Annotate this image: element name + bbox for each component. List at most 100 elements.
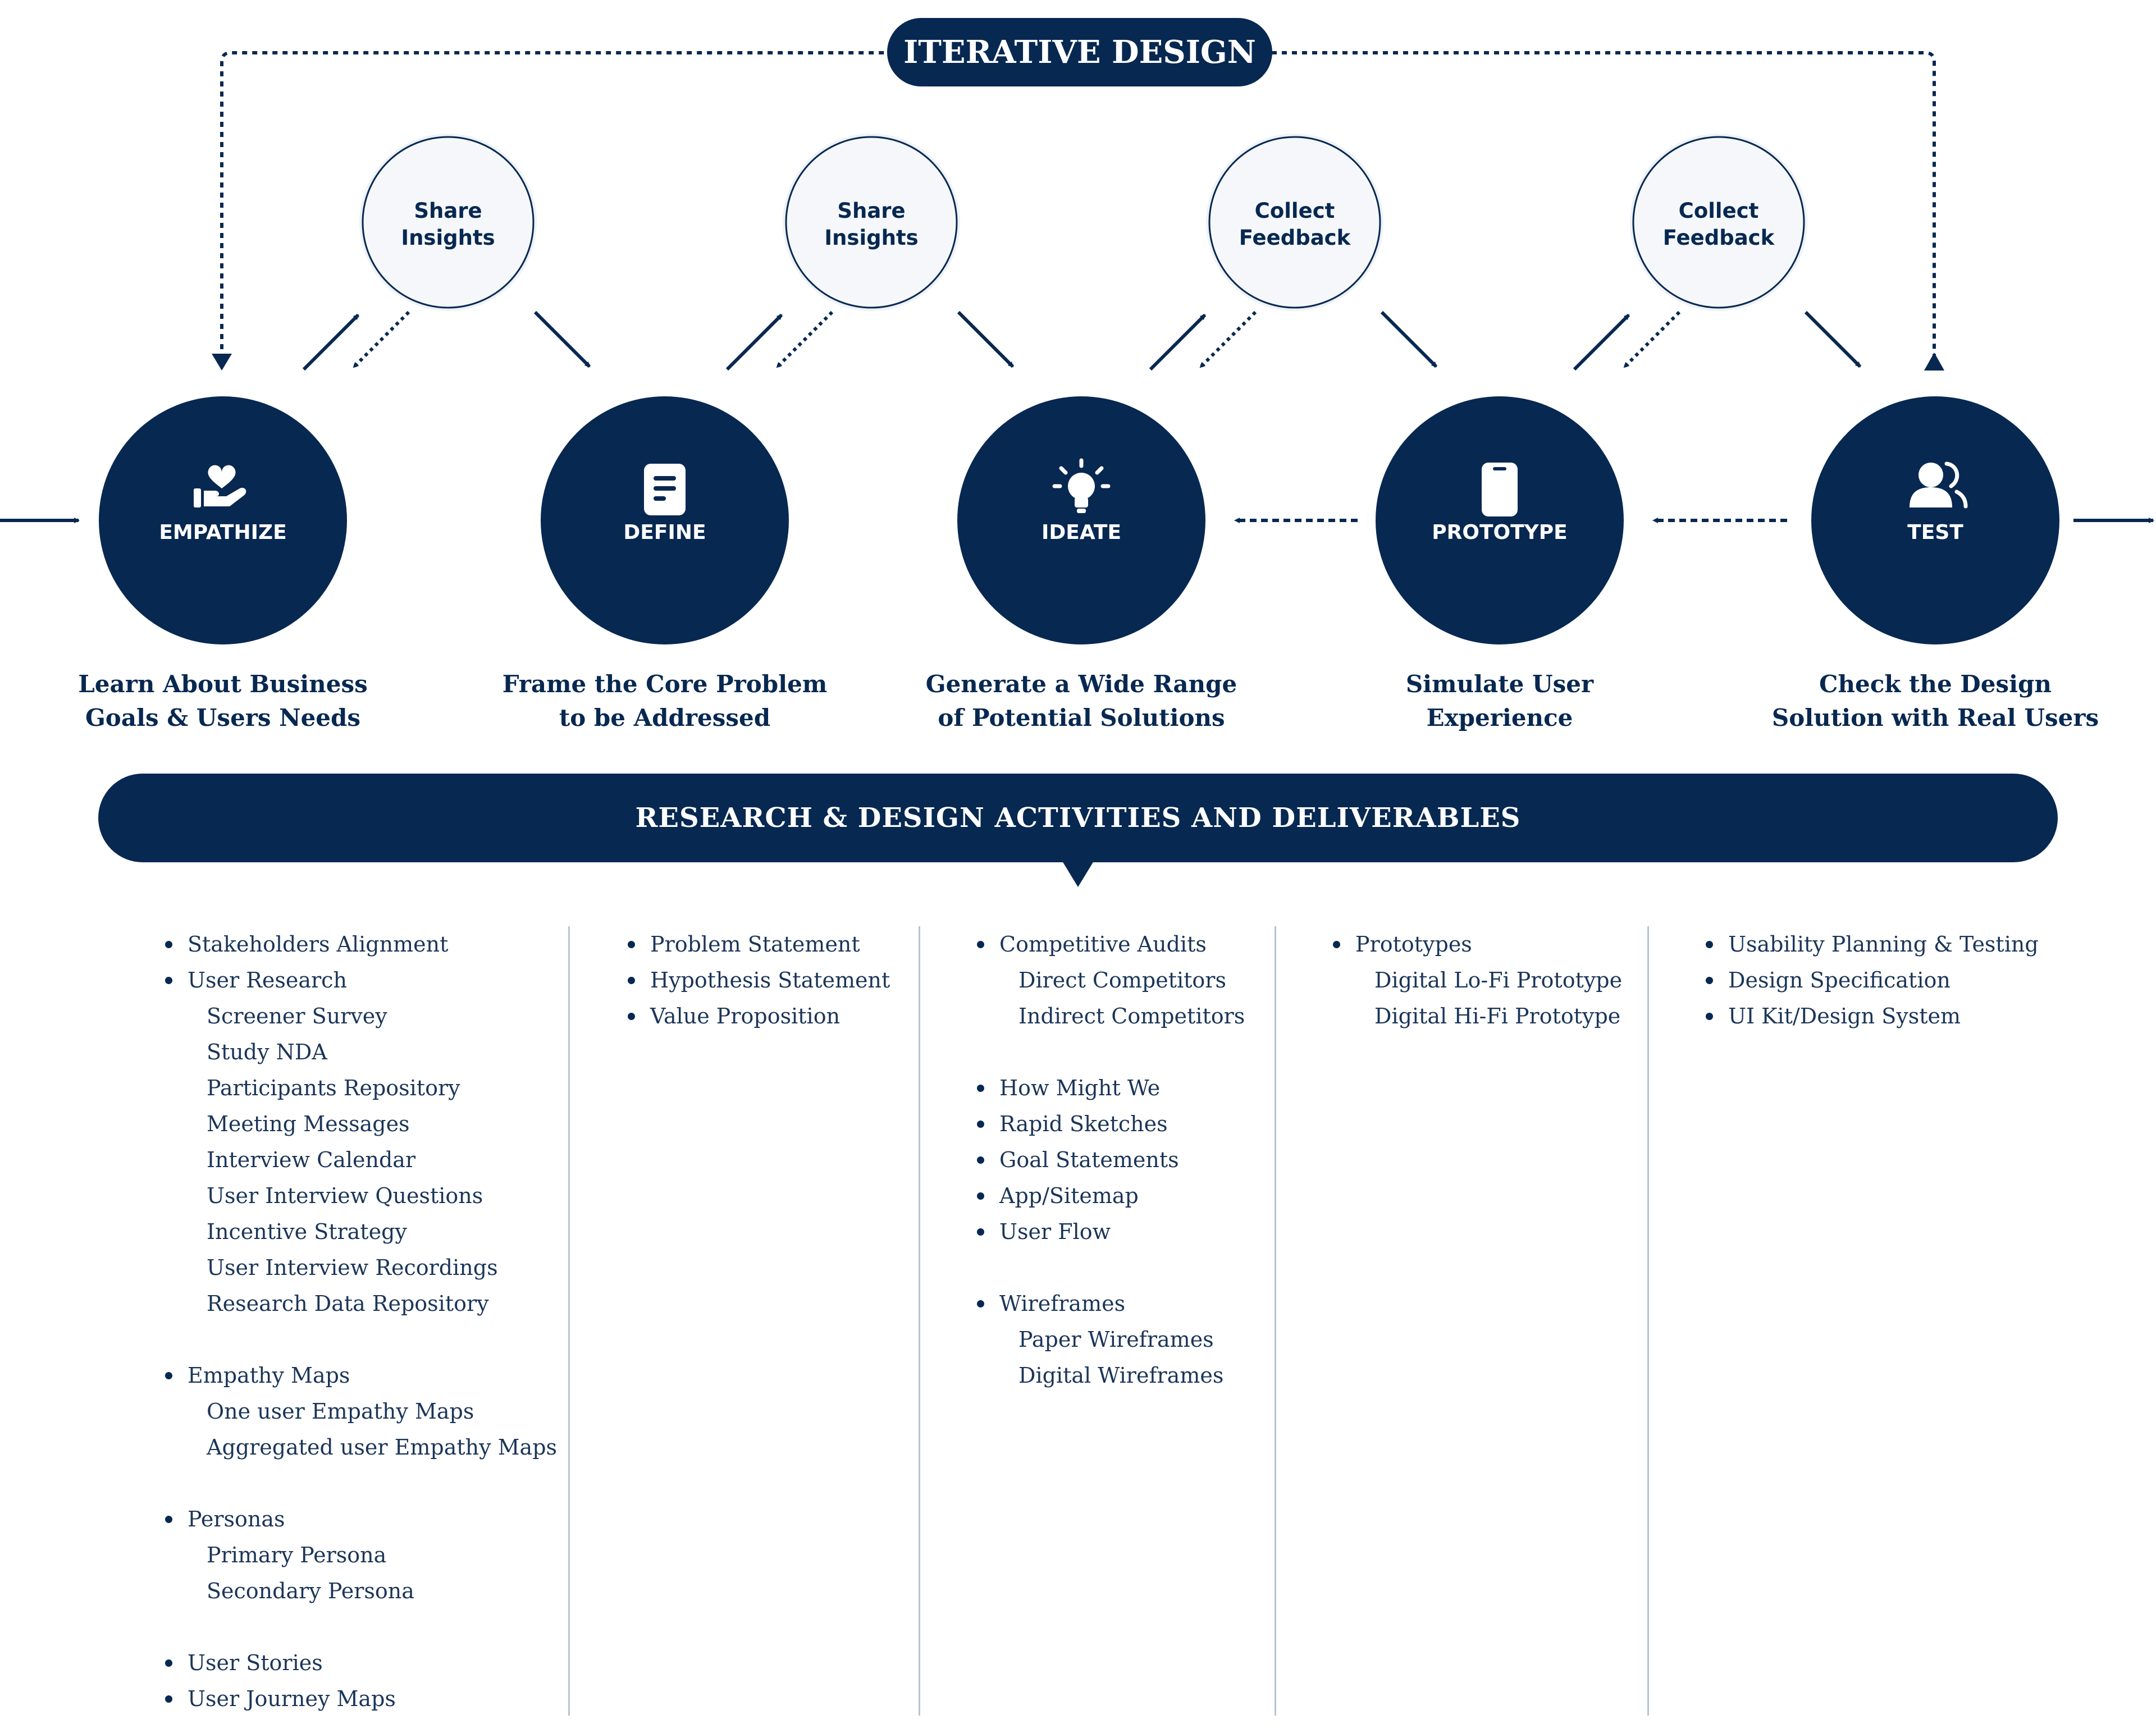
banner-title: RESEARCH & DESIGN ACTIVITIES AND DELIVER… xyxy=(635,802,1521,834)
feedback-node-label: Collect xyxy=(1255,199,1335,223)
deliverable-item: Usability Planning & Testing xyxy=(1706,926,2039,962)
deliverable-subitem: Digital Hi-Fi Prototype xyxy=(1374,1004,1621,1028)
deliverable-item: UI Kit/Design System xyxy=(1706,998,2039,1034)
deliverable-subitem: Participants Repository xyxy=(207,1076,460,1100)
deliverable-subitem: Aggregated user Empathy Maps xyxy=(207,1435,558,1460)
stage-ideate: IDEATE Generate a Wide Range of Potential … xyxy=(926,396,1237,731)
column-divider xyxy=(1275,926,1276,1716)
deliverable-subitem: One user Empathy Maps xyxy=(207,1399,474,1424)
deliverable-item: Problem Statement xyxy=(628,926,890,962)
deliverable-item: Competitive Audits xyxy=(977,926,1245,962)
deliverable-item: Rapid Sketches xyxy=(977,1106,1245,1142)
deliverable-subitem: Research Data Repository xyxy=(207,1291,489,1316)
arrow-to-feedback xyxy=(1149,313,1207,371)
iterative-design-pill xyxy=(887,18,1272,86)
feedback-node-circle xyxy=(362,136,535,309)
deliverable-item: User Research xyxy=(165,962,557,998)
stage-define: DEFINE Frame the Core Problem to be Addres… xyxy=(503,396,828,731)
arrow-to-feedback xyxy=(725,313,783,371)
arrow-to-next-stage xyxy=(957,310,1015,368)
deliverable-subitem: Digital Wireframes xyxy=(1018,1363,1224,1388)
arrow-from-feedback xyxy=(352,310,410,369)
deliverable-item: Hypothesis Statement xyxy=(628,962,890,998)
deliverable-subitem: Study NDA xyxy=(207,1040,327,1064)
smartphone-icon xyxy=(1482,463,1518,516)
iterative-loop-line xyxy=(220,51,1936,359)
stage-description: Check the Design xyxy=(1819,670,2052,698)
stage-circle xyxy=(99,396,347,644)
stage-description: Solution with Real Users xyxy=(1772,704,2099,731)
stage-label: EMPATHIZE xyxy=(159,521,286,544)
column-divider xyxy=(919,926,920,1716)
activities-banner: RESEARCH & DESIGN ACTIVITIES AND DELIVER… xyxy=(98,774,2058,862)
deliverable-item: User Flow xyxy=(977,1214,1245,1250)
deliverable-subitem: Digital Lo-Fi Prototype xyxy=(1374,968,1623,993)
deliverable-item: App/Sitemap xyxy=(977,1178,1245,1214)
deliverable-item: How Might We xyxy=(977,1070,1245,1106)
column-divider xyxy=(1647,926,1649,1716)
deliverable-item: Wireframes xyxy=(977,1286,1245,1322)
feedback-node-label: Share xyxy=(837,199,905,223)
arrow-to-next-stage xyxy=(1380,310,1438,368)
stage-label: IDEATE xyxy=(1042,521,1121,544)
stage-label: TEST xyxy=(1907,521,1963,544)
deliverable-item: Empathy Maps xyxy=(165,1357,557,1393)
stage-circle xyxy=(541,396,789,644)
deliverable-subitem: Indirect Competitors xyxy=(1018,1004,1245,1028)
stage-circle xyxy=(957,396,1205,644)
process-diagram: ITERATIVE DESIGN ShareInsightsShareInsig… xyxy=(0,18,2154,731)
users-icon xyxy=(1910,461,1968,509)
feedback-node-label: Collect xyxy=(1679,199,1759,223)
column-divider xyxy=(568,926,570,1716)
banner-pointer xyxy=(1062,861,1094,887)
stage-description: Simulate User xyxy=(1406,670,1594,698)
arrow-from-feedback xyxy=(1199,310,1257,369)
feedback-node-label: Feedback xyxy=(1663,226,1775,250)
stage-description: Learn About Business xyxy=(78,670,367,698)
deliverable-item: Personas xyxy=(165,1501,557,1537)
deliverable-subitem: Direct Competitors xyxy=(1018,968,1226,993)
stage-circle xyxy=(1811,396,2059,644)
feedback-node-circle xyxy=(1208,136,1381,309)
lightbulb-icon xyxy=(1052,458,1111,513)
deliverable-subitem: Screener Survey xyxy=(207,1004,387,1028)
arrow-to-next-stage xyxy=(533,310,591,368)
deliverable-subitem: User Interview Questions xyxy=(207,1183,483,1208)
iterative-design-label: ITERATIVE DESIGN xyxy=(903,34,1256,71)
deliverable-subitem: Incentive Strategy xyxy=(207,1219,407,1244)
feedback-node-circle xyxy=(785,136,958,309)
deliverable-subitem: Meeting Messages xyxy=(207,1112,410,1136)
deliverable-item: User Stories xyxy=(165,1645,557,1681)
stage-label: DEFINE xyxy=(623,521,706,544)
deliverable-subitem: Primary Persona xyxy=(207,1543,387,1567)
loop-arrow-down xyxy=(212,354,232,371)
deliverable-subitem: User Interview Recordings xyxy=(207,1255,498,1280)
deliverable-item: Prototypes xyxy=(1333,926,1622,962)
deliverable-item: Design Specification xyxy=(1706,962,2039,998)
feedback-node-label: Insights xyxy=(401,226,495,250)
arrow-to-feedback xyxy=(302,313,360,371)
stage-description: Frame the Core Problem xyxy=(503,670,828,698)
deliverable-item: Value Proposition xyxy=(628,998,890,1034)
feedback-node-label: Share xyxy=(414,199,482,223)
deliverable-subitem: Interview Calendar xyxy=(207,1147,416,1172)
stage-description: Generate a Wide Range xyxy=(926,670,1237,698)
stage-description: Experience xyxy=(1427,704,1573,731)
arrow-from-feedback xyxy=(775,310,834,369)
arrow-from-feedback xyxy=(1623,310,1681,369)
stage-description: to be Addressed xyxy=(559,704,770,731)
stage-description: of Potential Solutions xyxy=(938,704,1225,731)
stage-label: PROTOTYPE xyxy=(1432,521,1567,544)
deliverable-subitem: Paper Wireframes xyxy=(1018,1327,1214,1352)
